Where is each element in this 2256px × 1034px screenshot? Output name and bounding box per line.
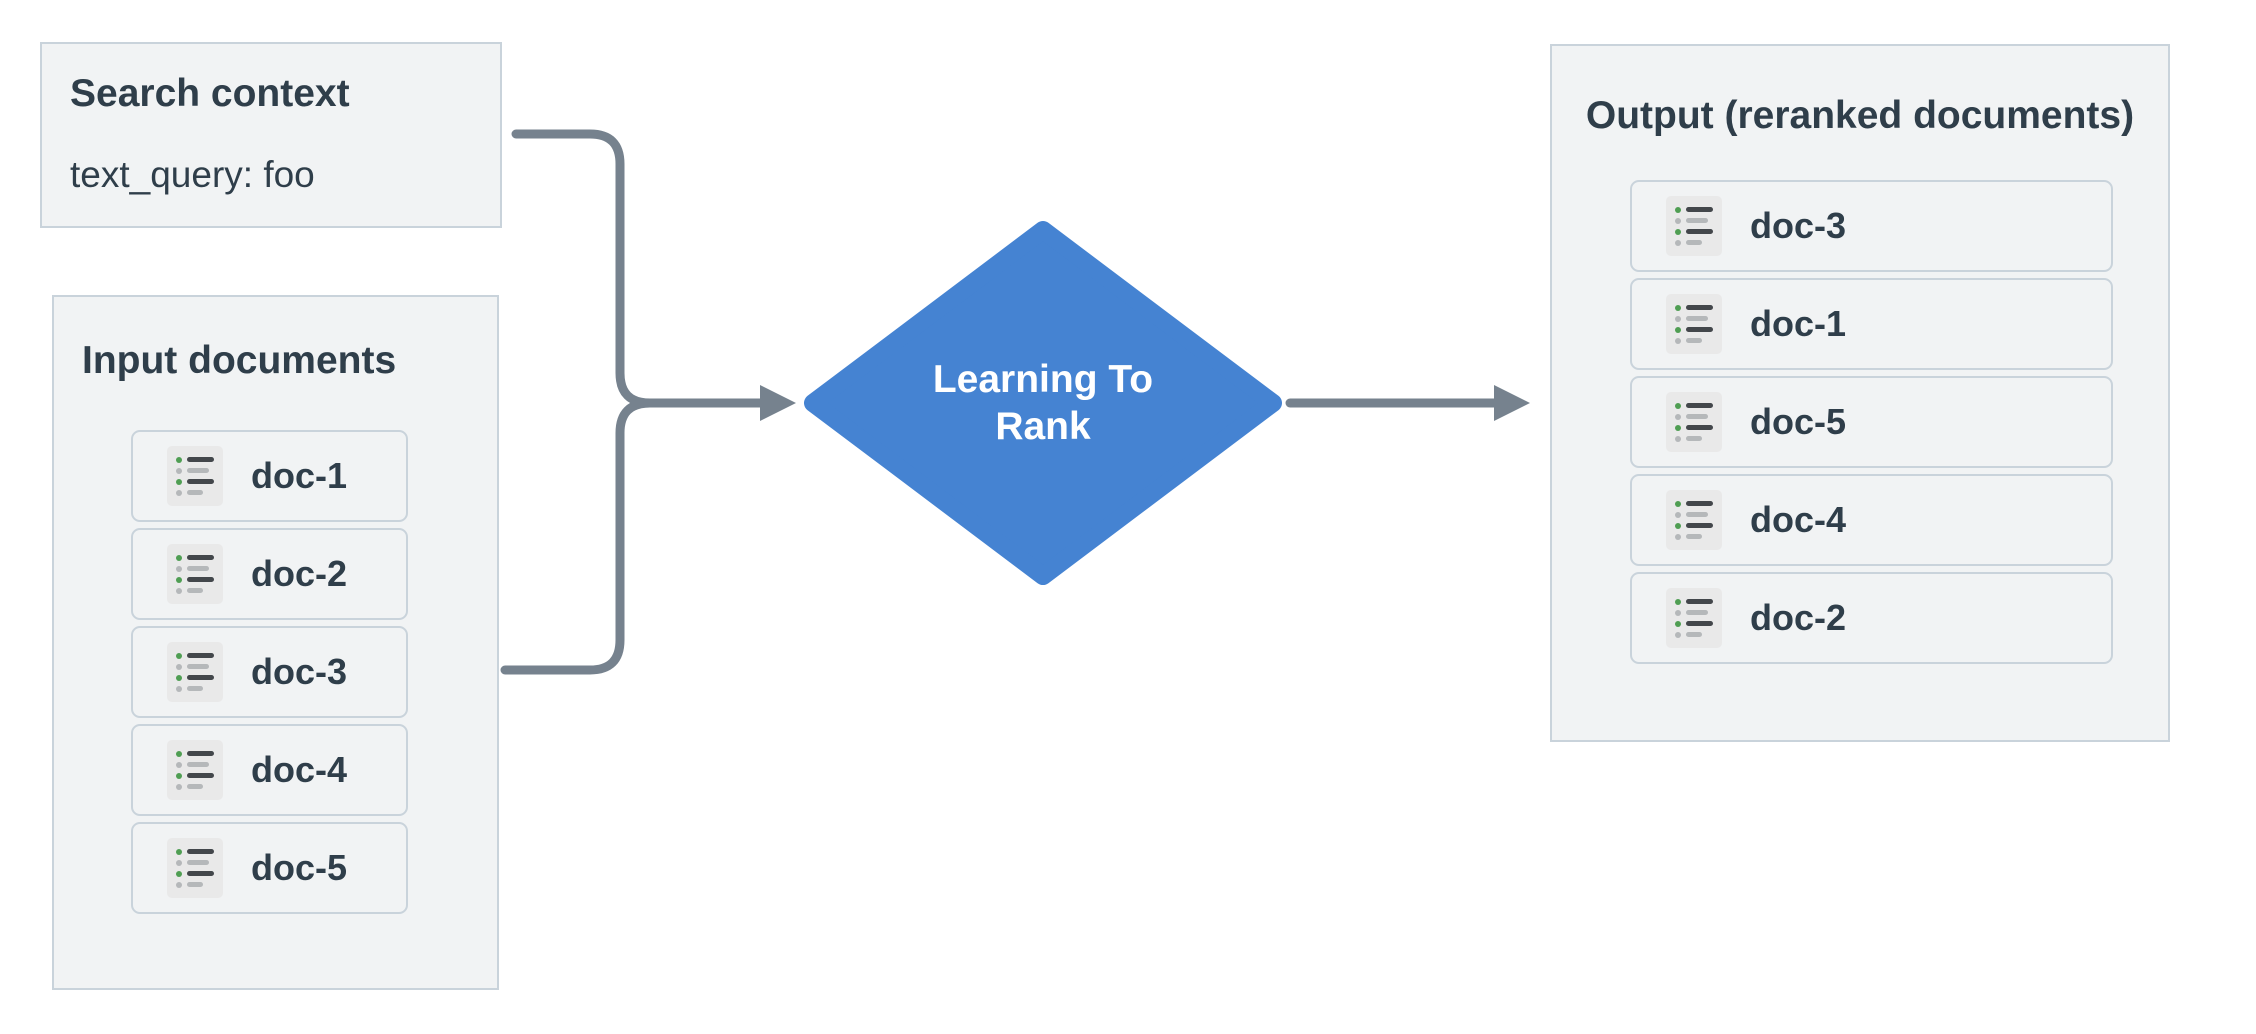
search-context-title: Search context <box>70 72 350 115</box>
connector-input-to-merge <box>500 398 655 675</box>
document-card: doc-1 <box>1630 278 2113 370</box>
document-list-icon <box>1666 588 1722 648</box>
document-label: doc-2 <box>1750 597 1847 638</box>
document-card: doc-5 <box>131 822 408 914</box>
document-list-icon <box>167 838 223 898</box>
document-card: doc-4 <box>131 724 408 816</box>
search-context-panel: Search context text_query: foo <box>40 42 502 228</box>
document-label: doc-4 <box>251 749 348 790</box>
document-card: doc-3 <box>131 626 408 718</box>
document-card: doc-2 <box>131 528 408 620</box>
process-node-label-line1: Learning To <box>932 358 1154 401</box>
document-label: doc-5 <box>1750 401 1847 442</box>
document-list-icon <box>1666 490 1722 550</box>
document-card: doc-4 <box>1630 474 2113 566</box>
document-list-icon <box>1666 392 1722 452</box>
input-documents-title: Input documents <box>82 339 397 382</box>
document-label: doc-2 <box>251 553 348 594</box>
process-node-label: Learning To Rank <box>883 356 1203 450</box>
document-list-icon <box>167 642 223 702</box>
document-list-icon <box>167 544 223 604</box>
search-query-text: text_query: foo <box>70 154 315 195</box>
document-label: doc-1 <box>1750 303 1847 344</box>
document-label: doc-1 <box>251 455 348 496</box>
document-list-icon <box>167 740 223 800</box>
output-documents-title: Output (reranked documents) <box>1585 94 2135 137</box>
document-card: doc-5 <box>1630 376 2113 468</box>
document-list-icon <box>1666 196 1722 256</box>
document-list-icon <box>167 446 223 506</box>
document-label: doc-3 <box>251 651 348 692</box>
document-label: doc-5 <box>251 847 348 888</box>
output-documents-panel: Output (reranked documents) doc-3 <box>1550 44 2170 742</box>
input-documents-panel: Input documents doc-1 <box>52 295 499 990</box>
document-card: doc-1 <box>131 430 408 522</box>
process-node-label-line2: Rank <box>995 405 1091 448</box>
document-card: doc-3 <box>1630 180 2113 272</box>
arrowhead-icon <box>760 385 796 421</box>
document-list-icon <box>1666 294 1722 354</box>
document-label: doc-4 <box>1750 499 1847 540</box>
arrowhead-icon <box>1494 385 1530 421</box>
output-document-list: doc-3 doc-1 <box>1630 180 2113 664</box>
connector-search-to-merge <box>511 129 765 408</box>
document-card: doc-2 <box>1630 572 2113 664</box>
input-document-list: doc-1 doc-2 <box>131 430 408 914</box>
document-label: doc-3 <box>1750 205 1847 246</box>
